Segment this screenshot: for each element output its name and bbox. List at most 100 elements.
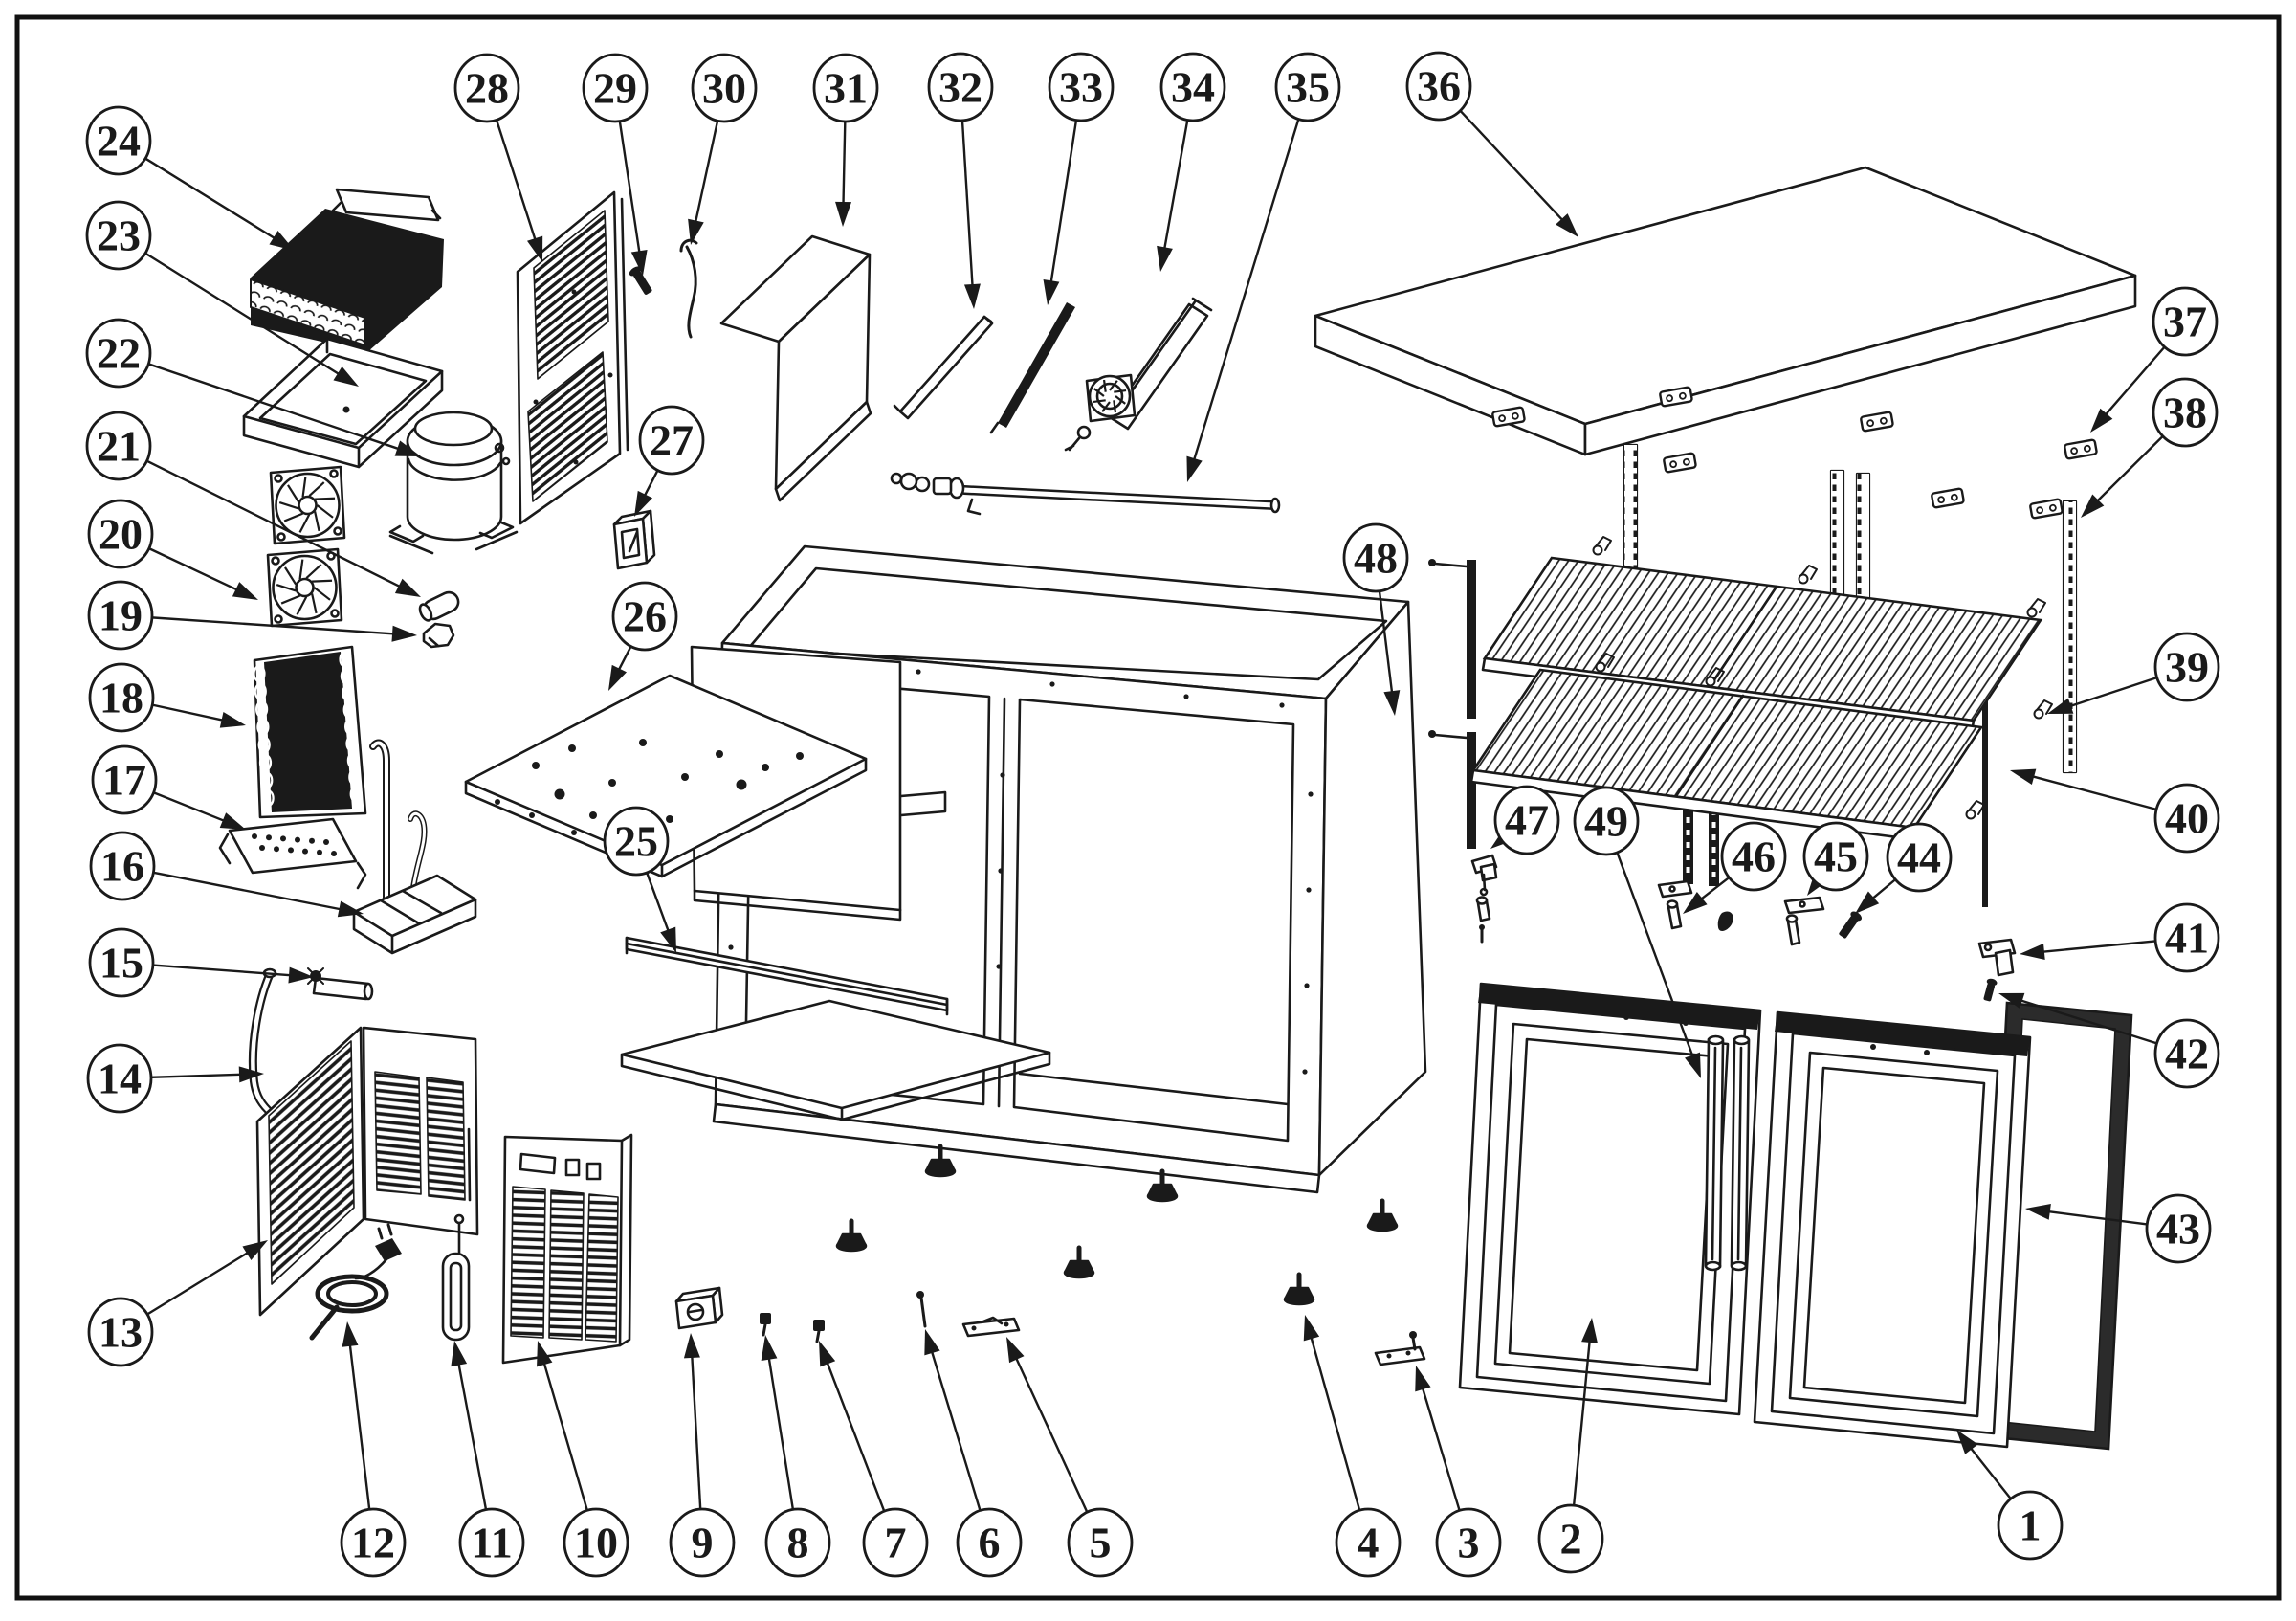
counter-mounting-brackets — [1491, 386, 2098, 520]
callout-circle-6 — [956, 1507, 1023, 1578]
callout-38: 38 — [2081, 377, 2219, 518]
hinge-screw — [1839, 911, 1862, 939]
front-louvered-grille — [501, 1133, 633, 1365]
callout-circle-12 — [340, 1507, 407, 1578]
callout-number-7: 7 — [885, 1519, 907, 1567]
callout-number-18: 18 — [99, 674, 144, 722]
callout-47: 47 — [1490, 785, 1560, 855]
callout-number-9: 9 — [692, 1519, 714, 1567]
callout-number-41: 41 — [2165, 914, 2209, 963]
sensor-bracket — [307, 967, 374, 1001]
callout-27: 27 — [634, 405, 705, 517]
callout-21: 21 — [85, 411, 421, 597]
callout-circle-35 — [1274, 52, 1341, 122]
callout-number-43: 43 — [2156, 1205, 2200, 1254]
callout-13: 13 — [87, 1240, 268, 1367]
leveling-feet — [835, 1144, 1399, 1306]
cord-clip-a — [760, 1313, 771, 1337]
callout-number-1: 1 — [2020, 1501, 2042, 1550]
sensor-wire — [679, 238, 698, 339]
callout-circle-46 — [1720, 821, 1787, 892]
hinge-pin-center — [1783, 896, 1825, 946]
defrost-heater-tray — [218, 817, 367, 890]
callout-32: 32 — [927, 52, 994, 309]
callout-11: 11 — [451, 1341, 525, 1578]
callout-circle-42 — [2153, 1018, 2220, 1089]
callout-circle-22 — [85, 318, 152, 389]
callout-number-20: 20 — [99, 510, 143, 559]
callout-15: 15 — [88, 927, 314, 998]
callout-circle-3 — [1435, 1507, 1502, 1578]
trim-strip — [989, 302, 1075, 434]
callout-3: 3 — [1415, 1366, 1502, 1578]
small-screw — [916, 1291, 927, 1328]
callout-circle-16 — [89, 831, 156, 901]
callout-circle-5 — [1067, 1507, 1134, 1578]
hinge-top-left — [1470, 854, 1498, 944]
callout-6: 6 — [924, 1329, 1023, 1578]
callout-number-17: 17 — [102, 756, 146, 805]
callout-number-42: 42 — [2165, 1030, 2209, 1078]
callout-circle-21 — [85, 411, 152, 481]
drip-tray-assembly — [352, 739, 477, 955]
callout-36: 36 — [1405, 51, 1578, 237]
callout-circle-2 — [1537, 1503, 1604, 1574]
callout-number-4: 4 — [1358, 1519, 1380, 1567]
callout-number-22: 22 — [97, 329, 141, 378]
callout-49: 49 — [1573, 786, 1701, 1078]
callout-number-21: 21 — [97, 422, 141, 471]
callout-circle-4 — [1335, 1507, 1402, 1578]
callout-5: 5 — [1006, 1337, 1134, 1578]
power-cord — [309, 1223, 402, 1341]
callout-circle-15 — [88, 927, 155, 998]
callout-number-19: 19 — [99, 591, 143, 640]
hinge-bracket-bottom — [1374, 1331, 1426, 1366]
callout-number-47: 47 — [1505, 796, 1549, 845]
base-angle-rail — [625, 936, 949, 1016]
callout-1: 1 — [1956, 1430, 2064, 1561]
callout-20: 20 — [87, 499, 258, 600]
compressor — [388, 411, 519, 555]
callout-number-40: 40 — [2165, 794, 2209, 843]
condenser-drain-pan — [242, 337, 444, 469]
callout-35: 35 — [1186, 52, 1341, 482]
callout-9: 9 — [669, 1333, 736, 1578]
callout-22: 22 — [85, 318, 421, 456]
callout-circle-36 — [1405, 51, 1472, 122]
callout-28: 28 — [453, 53, 543, 262]
crossflow-fan-assembly — [1064, 297, 1213, 452]
callout-number-24: 24 — [97, 117, 141, 166]
callout-34: 34 — [1157, 52, 1226, 272]
callout-29: 29 — [582, 53, 649, 276]
evaporator-coil — [253, 645, 367, 819]
callout-number-29: 29 — [593, 64, 637, 113]
callout-number-31: 31 — [824, 64, 868, 113]
callout-19: 19 — [87, 580, 417, 651]
callout-number-26: 26 — [623, 592, 667, 641]
mounting-clip — [422, 622, 455, 649]
callout-circle-47 — [1493, 785, 1560, 855]
callout-circle-31 — [812, 53, 879, 123]
callout-circle-11 — [458, 1507, 525, 1578]
right-door-handle — [1730, 1034, 1751, 1272]
callout-number-25: 25 — [614, 817, 658, 866]
callout-number-10: 10 — [574, 1519, 618, 1567]
evaporator-cover — [719, 234, 872, 502]
callout-number-33: 33 — [1059, 63, 1103, 112]
callout-26: 26 — [608, 581, 678, 691]
callout-circle-29 — [582, 53, 649, 123]
callout-10: 10 — [537, 1341, 629, 1578]
callout-circle-44 — [1886, 822, 1953, 893]
callout-number-2: 2 — [1560, 1515, 1582, 1564]
callout-33: 33 — [1043, 52, 1115, 305]
callout-4: 4 — [1303, 1315, 1402, 1578]
callout-circle-23 — [85, 200, 152, 271]
callout-circle-48 — [1342, 522, 1409, 593]
callout-circle-13 — [87, 1297, 154, 1367]
hinge-top-right — [1977, 938, 2017, 977]
callout-circle-14 — [86, 1043, 153, 1114]
door-stop-bracket — [961, 1316, 1021, 1338]
callout-number-39: 39 — [2165, 643, 2209, 692]
